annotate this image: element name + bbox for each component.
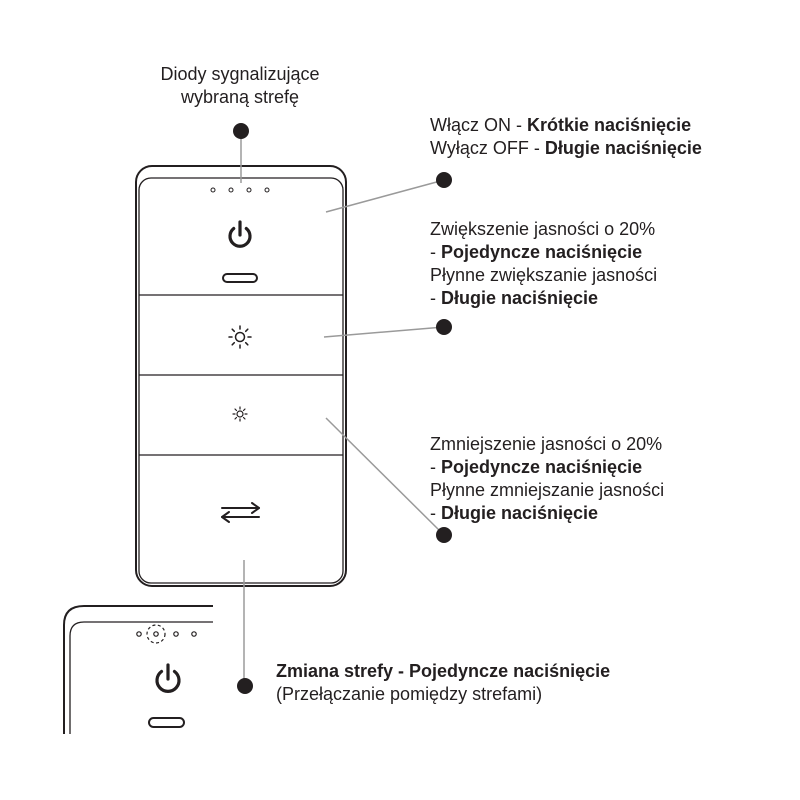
dash-prefix: -	[430, 288, 441, 308]
led-indicator-icon	[153, 631, 159, 637]
zoom-detail	[63, 605, 213, 734]
led-indicator-icon	[210, 187, 216, 193]
callout-dot-icon	[233, 123, 249, 139]
leds-label: Diody sygnalizujące wybraną strefę	[110, 63, 370, 109]
led-indicator-icon	[173, 631, 179, 637]
dash-prefix: -	[430, 503, 441, 523]
led-indicator-icon	[264, 187, 270, 193]
led-indicator-icon	[246, 187, 252, 193]
on-off-label: Włącz ON - Krótkie naciśnięcie Wyłącz OF…	[430, 114, 702, 160]
off-line: Wyłącz OFF - Długie naciśnięcie	[430, 137, 702, 160]
leds-label-line2: wybraną strefę	[180, 87, 300, 107]
led-indicator-icon	[191, 631, 197, 637]
brightness-up-button[interactable]	[228, 325, 252, 349]
zone-label: Zmiana strefy - Pojedyncze naciśnięcie (…	[276, 660, 610, 706]
callout-dots	[233, 123, 452, 694]
led-indicator-icon	[136, 631, 142, 637]
zoom-inner-panel	[69, 621, 213, 734]
single-press-action: Pojedyncze naciśnięcie	[441, 457, 643, 477]
leader-line-down	[325, 417, 445, 536]
long-press-action: Długie naciśnięcie	[441, 288, 599, 308]
brightness-down-button[interactable]	[232, 406, 248, 422]
power-icon	[228, 220, 252, 248]
zone-subtitle: (Przełączanie pomiędzy strefami)	[276, 684, 543, 704]
on-line: Włącz ON - Krótkie naciśnięcie	[430, 114, 702, 137]
active-led-ring	[146, 624, 166, 644]
led-indicators	[210, 187, 270, 193]
brightness-up-line2: - Pojedyncze naciśnięcie	[430, 241, 657, 264]
brightness-down-label: Zmniejszenie jasności o 20% - Pojedyncze…	[430, 433, 664, 525]
brightness-down-line4: - Długie naciśnięcie	[430, 502, 664, 525]
leds-label-line1: Diody sygnalizujące	[160, 64, 320, 84]
zone-title: Zmiana strefy - Pojedyncze naciśnięcie	[276, 661, 611, 681]
swap-arrows-icon	[221, 502, 260, 523]
brightness-up-line4: - Długie naciśnięcie	[430, 287, 657, 310]
on-prefix: Włącz ON -	[430, 115, 527, 135]
off-prefix: Wyłącz OFF -	[430, 138, 545, 158]
leader-lines	[240, 138, 445, 683]
leader-line-onoff	[325, 179, 445, 213]
led-indicator-icon	[228, 187, 234, 193]
brightness-up-line1: Zwiększenie jasności o 20%	[430, 219, 656, 239]
remote-inner-panel	[138, 177, 344, 584]
zoom-power-slot	[148, 717, 185, 728]
dash-prefix: -	[430, 242, 441, 262]
zoom-led-indicators	[136, 624, 197, 644]
brightness-down-line3: Płynne zmniejszanie jasności	[430, 480, 665, 500]
brightness-up-label: Zwiększenie jasności o 20% - Pojedyncze …	[430, 218, 657, 310]
zoom-power-icon	[155, 663, 181, 693]
long-press-action: Długie naciśnięcie	[441, 503, 599, 523]
callout-dot-icon	[436, 527, 452, 543]
power-button[interactable]	[222, 220, 258, 283]
power-button-slot	[222, 273, 258, 283]
dash-prefix: -	[430, 457, 441, 477]
single-press-action: Pojedyncze naciśnięcie	[441, 242, 643, 262]
brightness-down-line1: Zmniejszenie jasności o 20%	[430, 434, 663, 454]
callout-dot-icon	[237, 678, 253, 694]
leader-line-up	[323, 326, 445, 338]
zone-switch-button[interactable]	[221, 502, 260, 523]
callout-dot-icon	[436, 172, 452, 188]
callout-dot-icon	[436, 319, 452, 335]
brightness-up-line3: Płynne zwiększanie jasności	[430, 265, 658, 285]
on-action: Krótkie naciśnięcie	[527, 115, 692, 135]
sun-small-icon	[232, 406, 248, 422]
brightness-down-line2: - Pojedyncze naciśnięcie	[430, 456, 664, 479]
off-action: Długie naciśnięcie	[544, 138, 702, 158]
sun-large-icon	[228, 325, 252, 349]
zoom-outer-shell	[63, 605, 213, 734]
